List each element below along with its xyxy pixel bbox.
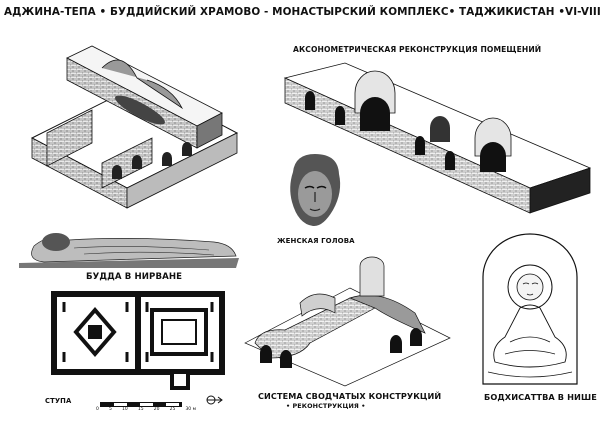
buddha-caption: БУДДА В НИРВАНЕ [86,272,183,282]
stupa-caption: СТУПА [45,397,72,405]
scale-tick: 5 [109,407,112,412]
scale-bar-labels: 0 5 10 15 20 25 30 м [96,407,196,412]
page-title: АДЖИНА-ТЕПА • БУДДИЙСКИЙ ХРАМОВО - МОНАС… [4,6,600,18]
north-arrow-icon [206,395,223,405]
female-head-sculpture [290,154,341,227]
scale-tick: 10 [122,407,128,412]
temple-isometric-drawing [30,45,239,209]
vault-system-subcaption: • РЕКОНСТРУКЦИЯ • [286,402,366,410]
axonometric-reconstruction-drawing [283,62,592,214]
scale-tick: 25 [169,407,176,412]
scale-bar-line [100,402,182,407]
vault-system-drawing [244,256,451,387]
scale-tick: 0 [96,407,99,412]
reclining-buddha-sculpture [19,233,239,268]
bodhisattva-caption: БОДХИСАТТВА В НИШЕ [484,392,597,402]
scale-bar: 0 5 10 15 20 25 30 м [96,402,196,418]
female-head-caption: ЖЕНСКАЯ ГОЛОВА [277,237,355,245]
scale-tick: 20 [153,407,160,412]
scale-tick: 30 м [185,407,196,412]
scale-tick: 15 [137,407,144,412]
bodhisattva-niche-drawing [482,233,578,385]
vault-system-caption: СИСТЕМА СВОДЧАТЫХ КОНСТРУКЦИЙ [258,391,442,401]
stupa-floor-plan [51,291,225,390]
axonometric-title: АКСОНОМЕТРИЧЕСКАЯ РЕКОНСТРУКЦИЯ ПОМЕЩЕНИ… [293,45,542,54]
